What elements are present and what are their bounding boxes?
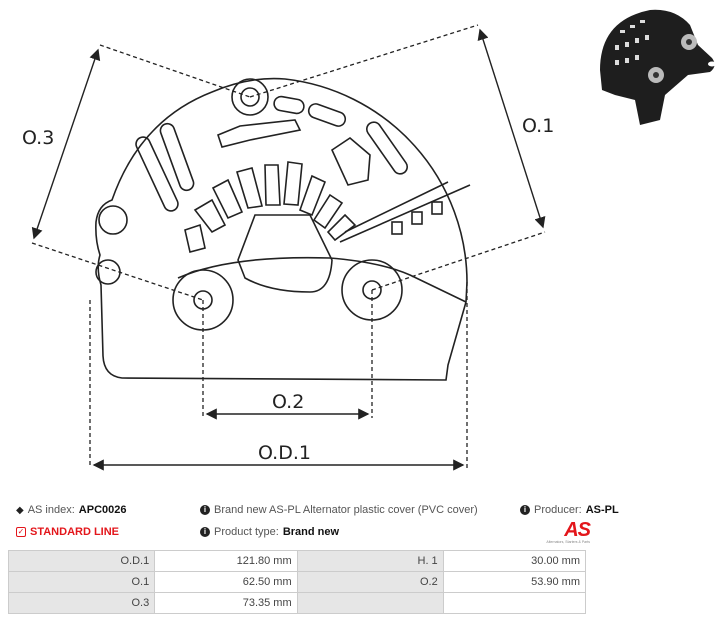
spec-value: 30.00 mm (442, 550, 587, 572)
part-outline (95, 77, 471, 381)
spec-value: 53.90 mm (442, 571, 587, 593)
as-index: ◆ AS index: APC0026 (16, 504, 127, 516)
technical-drawing: O.3 O.1 O.2 O.D.1 (22, 24, 554, 471)
dim-label-od1: O.D.1 (258, 442, 311, 464)
spec-value: 73.35 mm (154, 592, 298, 614)
table-row: O.3 73.35 mm (7, 592, 587, 614)
as-index-label: AS index: (27, 504, 75, 516)
product-photo (600, 9, 716, 125)
dim-label-o1: O.1 (522, 115, 554, 137)
spec-key: O.3 (7, 592, 156, 614)
spec-key: H. 1 (296, 550, 444, 572)
standard-line-badge: ✓ STANDARD LINE (16, 526, 119, 538)
info-icon: i (520, 505, 530, 515)
spec-key: O.D.1 (7, 550, 156, 572)
logo-tagline: Alternators, Starters & Parts (546, 540, 590, 544)
table-row: O.1 62.50 mm O.2 53.90 mm (7, 571, 587, 593)
dimension-extension-lines (31, 24, 546, 468)
logo-mark: AS (564, 519, 591, 541)
product-type-label: Product type: (214, 526, 279, 538)
as-index-value: APC0026 (78, 504, 127, 516)
producer-value: AS-PL (585, 504, 619, 516)
spec-value: 62.50 mm (154, 571, 298, 593)
product-type-value: Brand new (282, 526, 340, 538)
spec-key: O.1 (7, 571, 156, 593)
tag-icon: ◆ (16, 504, 24, 516)
spec-value: 121.80 mm (154, 550, 298, 572)
spec-value (442, 592, 587, 614)
producer: i Producer: AS-PL (520, 504, 619, 516)
standard-line-label: STANDARD LINE (30, 526, 120, 538)
info-icon: i (200, 505, 210, 515)
dimension-lines (31, 28, 546, 471)
spec-key (296, 592, 444, 614)
dim-label-o2: O.2 (272, 391, 304, 413)
product-type: i Product type: Brand new (200, 526, 339, 538)
spec-key: O.2 (296, 571, 444, 593)
dim-label-o3: O.3 (22, 127, 54, 149)
specs-table: O.D.1 121.80 mm H. 1 30.00 mm O.1 62.50 … (7, 550, 587, 614)
product-description: i Brand new AS-PL Alternator plastic cov… (200, 504, 478, 516)
table-row: O.D.1 121.80 mm H. 1 30.00 mm (7, 550, 587, 572)
check-square-icon: ✓ (16, 527, 26, 537)
info-icon: i (200, 527, 210, 537)
as-pl-logo: AS Alternators, Starters & Parts (530, 519, 591, 544)
producer-label: Producer: (534, 504, 582, 516)
description-text: Brand new AS-PL Alternator plastic cover… (214, 504, 478, 516)
